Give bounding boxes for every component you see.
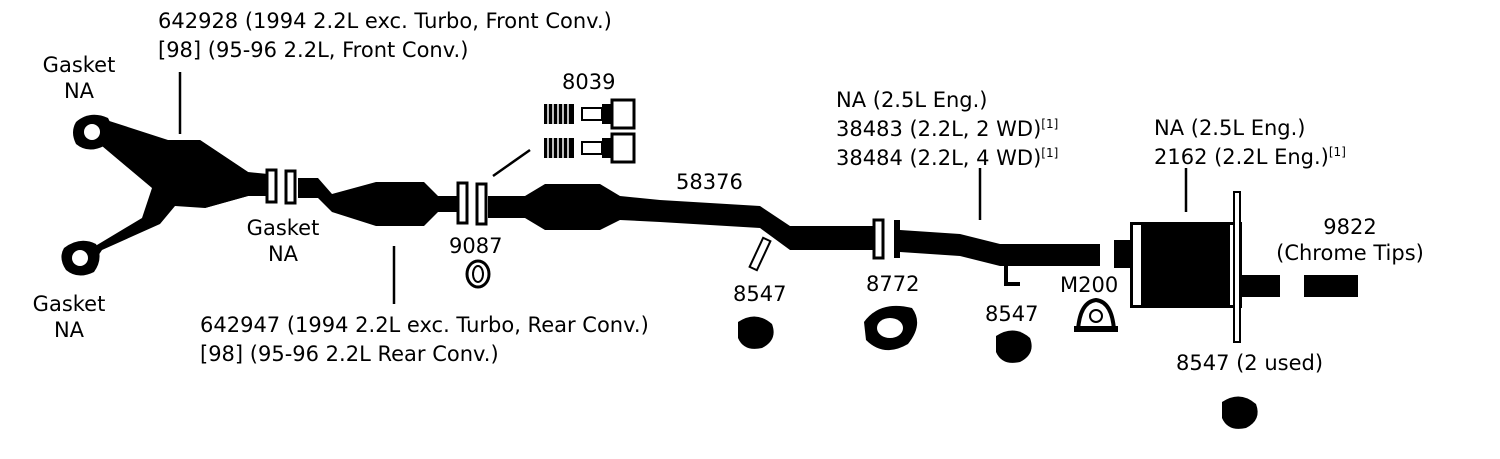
label-8772: 8772 bbox=[866, 272, 920, 296]
label-m200: M200 bbox=[1060, 273, 1119, 297]
pipe-58376 bbox=[488, 184, 880, 250]
label-2162: 2162 (2.2L Eng.)[1] bbox=[1154, 145, 1346, 169]
tail-pipe bbox=[1242, 275, 1280, 297]
label-rear-conv: 642947 (1994 2.2L exc. Turbo, Rear Conv.… bbox=[200, 313, 649, 337]
gasket-mid-2 bbox=[475, 182, 488, 226]
label-front-conv: 642928 (1994 2.2L exc. Turbo, Front Conv… bbox=[158, 9, 612, 33]
bolt-icon bbox=[544, 132, 636, 164]
label-na-25-b: NA (2.5L Eng.) bbox=[1154, 116, 1306, 140]
label-38483: 38483 (2.2L, 2 WD)[1] bbox=[836, 117, 1059, 141]
label-rear-conv-2: [98] (95-96 2.2L Rear Conv.) bbox=[200, 342, 499, 366]
label-8547-a: 8547 bbox=[733, 282, 787, 306]
intermediate-pipe bbox=[900, 230, 1100, 266]
rear-converter-section bbox=[298, 178, 458, 226]
label-9822: 9822(Chrome Tips) bbox=[1276, 215, 1424, 265]
gasket-mid-1 bbox=[456, 181, 469, 225]
hanger-stub-1 bbox=[748, 236, 772, 272]
manifold-flange-lower bbox=[61, 240, 100, 276]
label-58376: 58376 bbox=[676, 170, 743, 194]
label-8547-b: 8547 bbox=[985, 302, 1039, 326]
clamp-block bbox=[1114, 240, 1132, 268]
rubber-hanger-icon bbox=[996, 330, 1032, 363]
y-pipe-front-converter bbox=[82, 118, 268, 262]
flange-gasket-icon bbox=[864, 305, 918, 351]
hanger-l bbox=[1004, 266, 1020, 286]
label-na-25-a: NA (2.5L Eng.) bbox=[836, 88, 988, 112]
rubber-hanger-icon bbox=[1222, 396, 1258, 429]
leader-lines bbox=[178, 72, 1188, 304]
gasket-8772-a bbox=[872, 218, 885, 260]
label-8039: 8039 bbox=[562, 70, 616, 94]
label-8547-2used: 8547 (2 used) bbox=[1176, 351, 1324, 375]
gasket-front-2 bbox=[284, 169, 297, 205]
muffler bbox=[1130, 191, 1242, 343]
gasket-front bbox=[265, 168, 278, 204]
gasket-8772-b bbox=[894, 220, 900, 258]
u-clamp-icon bbox=[1074, 297, 1118, 332]
label-9087: 9087 bbox=[449, 234, 503, 258]
label-38484: 38484 (2.2L, 4 WD)[1] bbox=[836, 146, 1059, 170]
manifold-flange-upper bbox=[73, 114, 112, 150]
chrome-tip bbox=[1304, 275, 1358, 297]
rubber-hanger-icon bbox=[738, 316, 774, 349]
label-front-conv-2: [98] (95-96 2.2L, Front Conv.) bbox=[158, 38, 469, 62]
bolt-icon bbox=[544, 98, 636, 130]
